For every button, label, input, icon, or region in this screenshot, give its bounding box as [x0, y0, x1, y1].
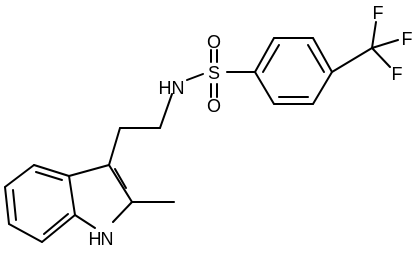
atom-s-sulfonyl: S — [208, 63, 220, 83]
atom-h-sulfonamide: H — [159, 78, 172, 98]
atom-f-top: F — [373, 3, 384, 23]
bond-benzo-inner-1 — [35, 171, 63, 181]
atom-o-bottom: O — [207, 96, 221, 116]
bond-s-n — [186, 73, 204, 81]
bonds — [4, 21, 399, 243]
bond-c6-c7 — [8, 223, 43, 243]
bond-benzene-3 — [312, 37, 333, 73]
atom-labels: N H S O O F F F H N — [89, 3, 413, 249]
atom-o-top: O — [207, 32, 221, 52]
bond-benzo-inner-2 — [12, 189, 17, 221]
bond-c3a-c4 — [33, 164, 70, 177]
bond-benzene-6 — [254, 71, 275, 105]
bond-c7-c7a — [41, 214, 76, 243]
bond-n1-c7a — [74, 214, 96, 229]
bond-c-f-bottom — [371, 47, 391, 68]
atom-n-indole: N — [101, 229, 114, 249]
bond-benzene-inner-1 — [262, 44, 280, 73]
bond-c4-c5 — [4, 164, 35, 188]
bond-benzene-1 — [254, 37, 275, 73]
bond-c3-c2-inner — [114, 168, 127, 189]
bond-c3a-c7a — [68, 175, 76, 216]
bond-benzene-inner-2 — [307, 44, 325, 73]
bond-c2-n1 — [112, 201, 133, 223]
bond-c3-c3a — [68, 164, 110, 177]
bond-c-f-right — [371, 39, 399, 49]
bond-benzene-4 — [312, 71, 333, 105]
atom-f-bottom: F — [392, 64, 403, 84]
atom-n-sulfonamide: N — [172, 78, 185, 98]
bond-c-f-top — [371, 21, 377, 49]
bond-n-ch2 — [159, 93, 173, 129]
bond-aryl-cf3 — [331, 47, 373, 73]
bond-c5-c6 — [4, 186, 10, 225]
bond-ch2-indole — [108, 127, 121, 166]
bond-benzo-inner-3 — [43, 213, 69, 235]
atom-f-right: F — [402, 29, 413, 49]
bond-c3-c2 — [108, 164, 133, 203]
atom-h-indole: H — [89, 229, 102, 249]
